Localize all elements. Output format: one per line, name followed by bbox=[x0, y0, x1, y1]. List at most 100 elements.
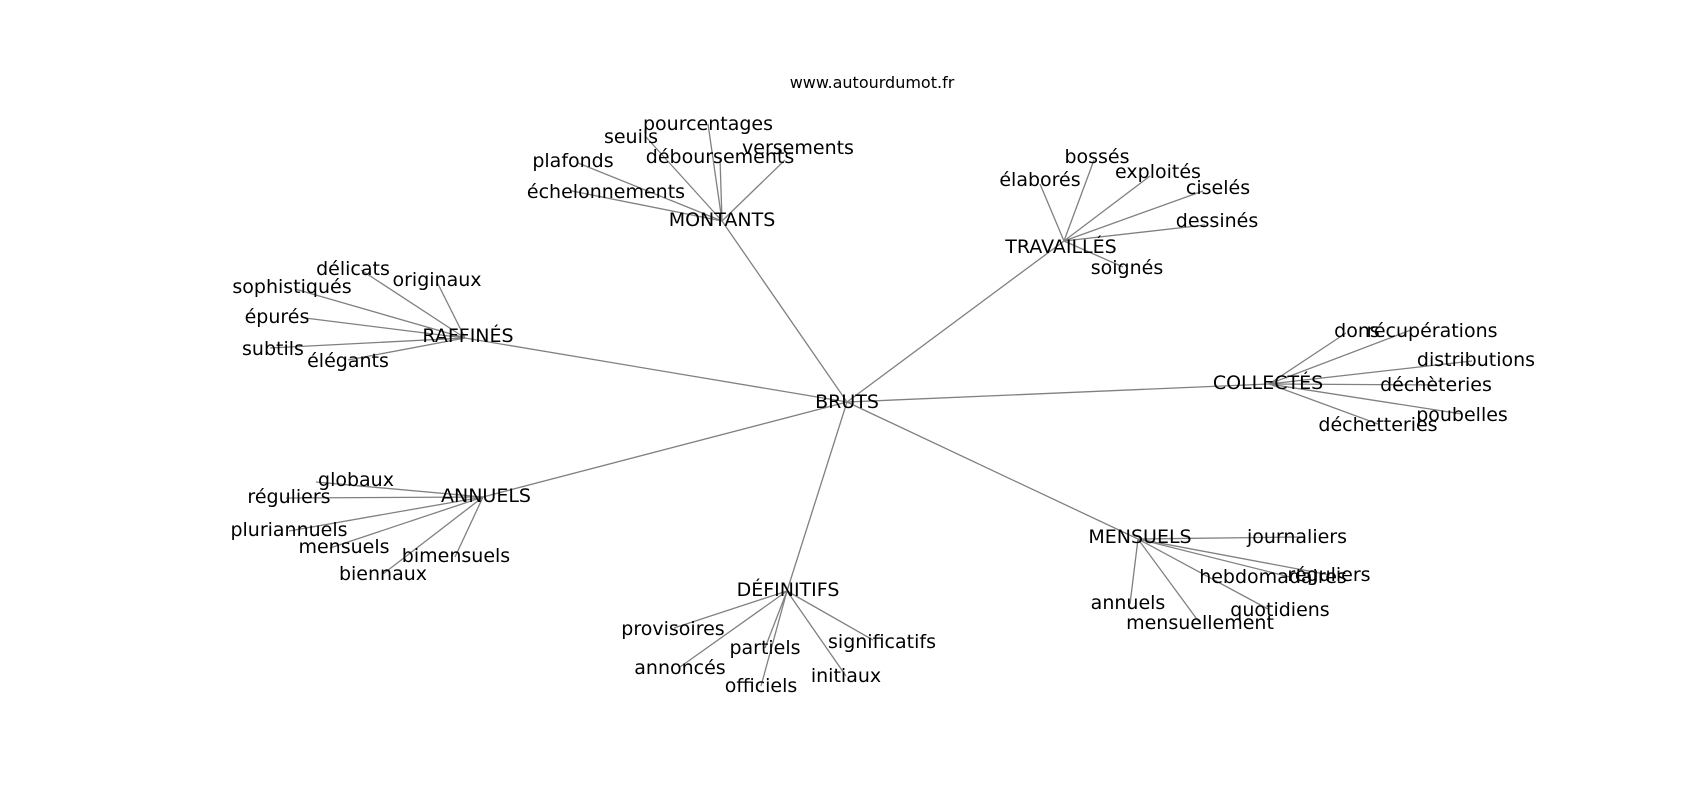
leaf-node-label: dessinés bbox=[1176, 210, 1258, 232]
leaf-node-label: partiels bbox=[729, 637, 800, 659]
edge-hub-leaf bbox=[436, 281, 466, 339]
edge-hub-leaf bbox=[707, 123, 723, 222]
leaf-node-label: annoncés bbox=[634, 657, 725, 679]
edge-hub-leaf bbox=[679, 590, 788, 668]
leaf-node-label: récupérations bbox=[1366, 320, 1497, 342]
leaf-node-label: dons bbox=[1334, 320, 1380, 342]
edge-hub-leaf bbox=[304, 317, 466, 339]
leaf-node-label: pluriannuels bbox=[230, 519, 347, 541]
edge-hub-leaf bbox=[329, 496, 484, 549]
edge-center-hub bbox=[846, 401, 1139, 540]
edge-center-hub bbox=[721, 220, 848, 403]
hub-node-label: MENSUELS bbox=[1088, 526, 1191, 548]
hub-node-label: DÉFINITIFS bbox=[737, 578, 840, 601]
edge-hub-leaf bbox=[1268, 332, 1347, 385]
edge-hub-leaf bbox=[786, 590, 874, 641]
leaf-node-label: échelonnements bbox=[527, 181, 685, 203]
leaf-node-label: pourcentages bbox=[643, 113, 773, 135]
leaf-node-label: délicats bbox=[316, 258, 390, 280]
leaf-node-label: mensuels bbox=[298, 536, 389, 558]
edge-hub-leaf bbox=[1063, 240, 1124, 268]
edge-hub-leaf bbox=[382, 496, 484, 575]
leaf-node-label: distributions bbox=[1417, 349, 1535, 371]
hub-node-label: ANNUELS bbox=[441, 485, 531, 507]
edge-hub-leaf bbox=[1063, 224, 1206, 242]
leaf-node-label: déchetteries bbox=[1318, 414, 1437, 436]
edge-hub-leaf bbox=[454, 496, 484, 558]
edge-hub-leaf bbox=[786, 590, 847, 677]
leaf-node-label: sophistiqués bbox=[232, 276, 351, 298]
leaf-node-label: significatifs bbox=[828, 631, 936, 653]
edge-hub-leaf bbox=[1137, 536, 1301, 540]
edge-hub-leaf bbox=[1039, 183, 1065, 242]
leaf-node-label: déchèteries bbox=[1380, 374, 1492, 396]
edge-hub-leaf bbox=[285, 496, 484, 499]
edge-hub-leaf bbox=[1129, 538, 1139, 605]
edge-center-hub bbox=[482, 401, 848, 498]
hub-node-label: COLLECTÉS bbox=[1213, 371, 1323, 394]
leaf-node-label: ciselés bbox=[1186, 177, 1250, 199]
leaf-node-label: bimensuels bbox=[402, 545, 510, 567]
edge-hub-leaf bbox=[577, 162, 723, 222]
leaf-node-label: hebdomadaires bbox=[1199, 566, 1347, 588]
leaf-node-label: déboursements bbox=[646, 146, 794, 168]
edge-hub-leaf bbox=[288, 496, 484, 532]
hub-node-label: RAFFINÉS bbox=[422, 324, 513, 347]
edge-hub-leaf bbox=[571, 190, 723, 222]
leaf-node-label: élaborés bbox=[999, 169, 1080, 191]
edge-hub-leaf bbox=[360, 269, 466, 339]
graph-edges bbox=[269, 123, 1473, 687]
leaf-node-label: globaux bbox=[318, 469, 394, 491]
edge-hub-leaf bbox=[1137, 538, 1291, 578]
leaf-node-label: provisoires bbox=[621, 618, 724, 640]
leaf-node-label: seuils bbox=[604, 126, 658, 148]
leaf-node-label: réguliers bbox=[247, 486, 330, 508]
edge-hub-leaf bbox=[315, 481, 484, 498]
edge-center-hub bbox=[846, 240, 1065, 403]
edge-hub-leaf bbox=[1268, 383, 1379, 425]
leaf-node-label: plafonds bbox=[532, 150, 613, 172]
edge-hub-leaf bbox=[673, 590, 788, 629]
center-node-label: BRUTS bbox=[815, 391, 879, 413]
edge-hub-leaf bbox=[760, 590, 788, 687]
leaf-node-label: initiaux bbox=[811, 665, 881, 687]
leaf-node-label: bossés bbox=[1064, 146, 1129, 168]
leaf-node-label: épurés bbox=[245, 306, 310, 328]
leaf-node-label: subtils bbox=[242, 338, 304, 360]
leaf-node-label: versements bbox=[742, 137, 854, 159]
edge-center-hub bbox=[786, 401, 848, 592]
leaf-node-label: poubelles bbox=[1416, 404, 1508, 426]
edge-center-hub bbox=[464, 337, 848, 403]
edge-hub-leaf bbox=[645, 136, 723, 222]
source-url: www.autourdumot.fr bbox=[790, 73, 955, 92]
edge-hub-leaf bbox=[1063, 175, 1151, 242]
leaf-node-label: exploités bbox=[1115, 161, 1201, 183]
edge-hub-leaf bbox=[1063, 159, 1095, 242]
edge-hub-leaf bbox=[1137, 538, 1200, 623]
graph-labels: www.autourdumot.fr BRUTS MONTANTS pourcent… bbox=[230, 73, 1535, 697]
edge-center-hub bbox=[846, 383, 1270, 403]
leaf-node-label: quotidiens bbox=[1230, 599, 1329, 621]
edge-hub-leaf bbox=[1268, 383, 1463, 415]
leaf-node-label: officiels bbox=[725, 675, 798, 697]
hub-node-label: MONTANTS bbox=[669, 209, 776, 231]
edge-hub-leaf bbox=[764, 590, 788, 649]
leaf-node-label: originaux bbox=[392, 269, 481, 291]
hub-node-label: TRAVAILLÉS bbox=[1004, 235, 1116, 258]
edge-hub-leaf bbox=[1268, 383, 1437, 386]
leaf-node-label: réguliers bbox=[1287, 564, 1370, 586]
edge-hub-leaf bbox=[719, 157, 723, 222]
edge-hub-leaf bbox=[1137, 538, 1331, 576]
leaf-node-label: soignés bbox=[1091, 257, 1164, 279]
leaf-node-label: biennaux bbox=[339, 563, 427, 585]
edge-hub-leaf bbox=[269, 337, 466, 349]
edge-hub-leaf bbox=[1137, 538, 1269, 610]
leaf-node-label: mensuellement bbox=[1126, 612, 1274, 634]
edge-hub-leaf bbox=[721, 159, 786, 222]
edge-hub-leaf bbox=[1063, 190, 1204, 242]
edge-hub-leaf bbox=[1268, 329, 1412, 385]
edge-hub-leaf bbox=[294, 288, 466, 339]
edge-hub-leaf bbox=[1268, 360, 1473, 385]
